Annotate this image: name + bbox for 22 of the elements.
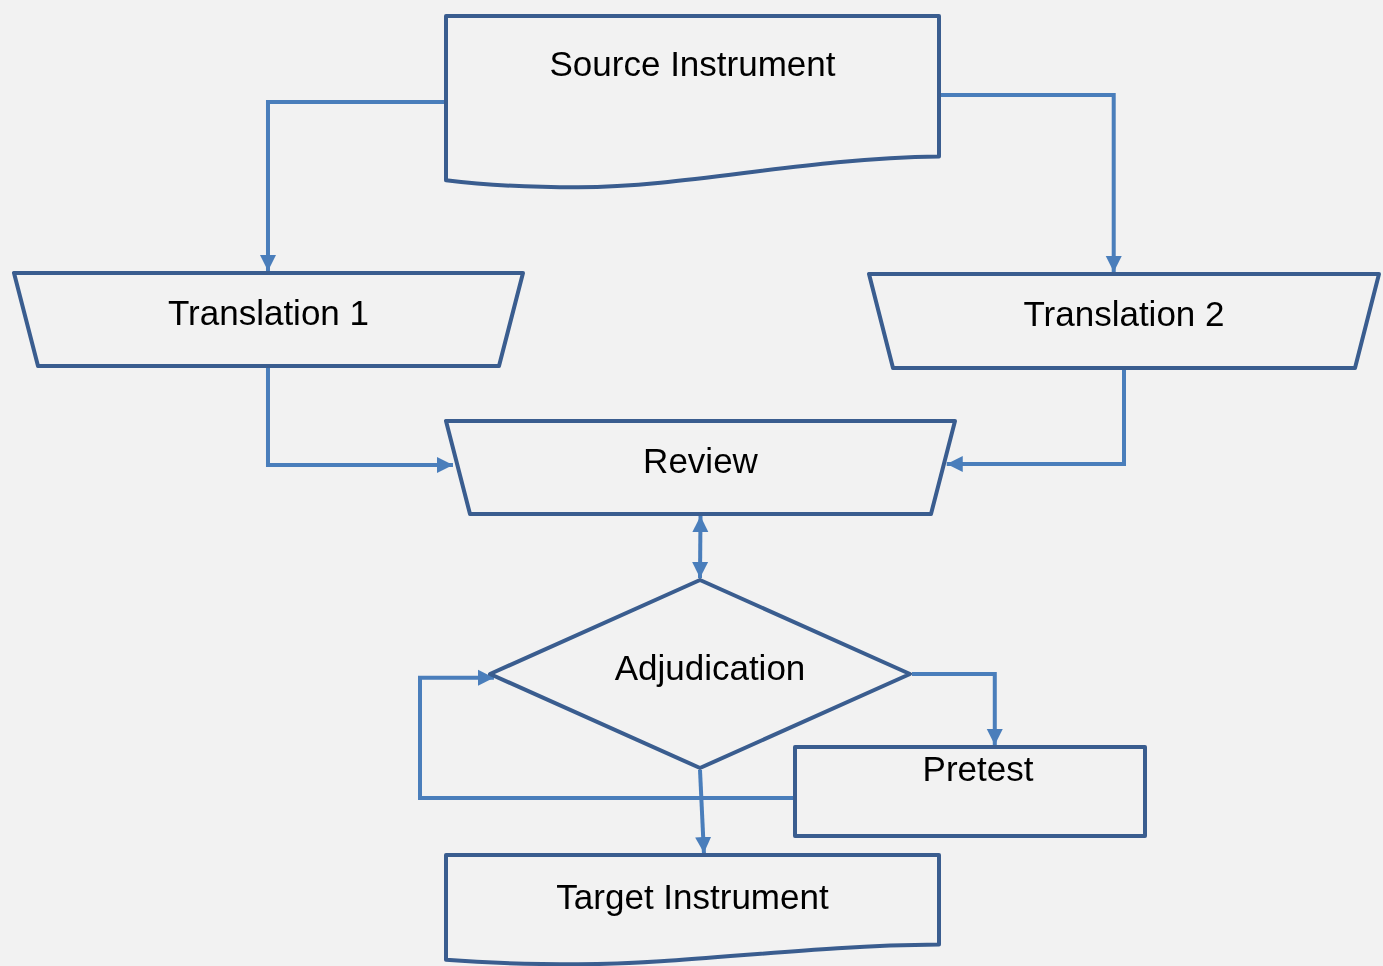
trapezoid-shape [12,271,525,368]
node-label: Review [643,440,758,482]
node-label: Translation 1 [168,292,369,334]
arrow [418,669,793,800]
document-shape [444,853,941,966]
trapezoid-shape [444,419,957,516]
process-box [793,745,1147,838]
decision-diamond [488,578,912,770]
arrow [260,100,444,271]
arrow [692,516,709,578]
node-label: Adjudication [614,647,806,689]
arrow [941,92,1122,272]
node-label: Translation 2 [1023,293,1225,335]
arrow [695,769,712,854]
arrow [266,368,453,473]
node-label: Source Instrument [549,43,836,85]
node-label: Pretest [922,748,1034,790]
arrow [912,672,1003,745]
trapezoid-shape [867,272,1381,370]
arrow [946,370,1126,472]
document-shape [444,14,941,190]
node-label: Target Instrument [556,876,829,918]
